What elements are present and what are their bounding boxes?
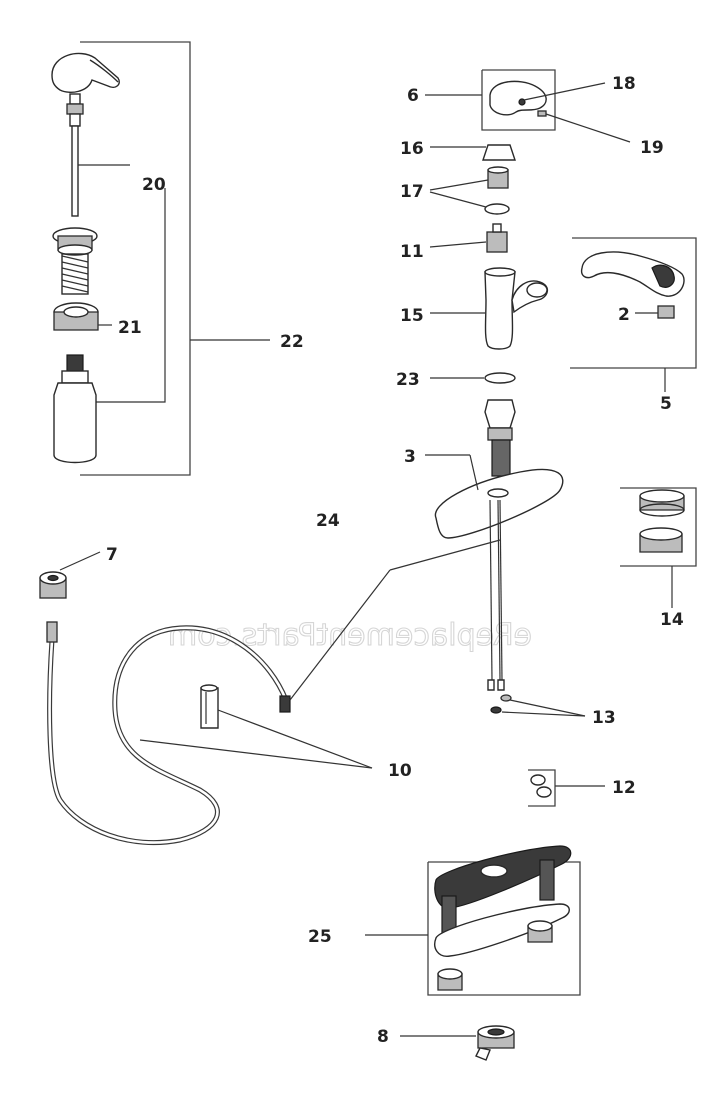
label-25: 25 [308, 927, 332, 947]
label-13: 13 [592, 708, 616, 728]
part-17-oring [484, 203, 510, 215]
label-3: 3 [404, 447, 416, 467]
part-6-handle [489, 80, 547, 116]
leader-10-b [139, 739, 373, 769]
leader-24-a [289, 569, 391, 701]
soap-dispenser-group: 20 21 22 [51, 41, 304, 476]
label-6: 6 [407, 86, 419, 106]
label-11: 11 [400, 242, 424, 262]
part-24-hose [46, 621, 291, 846]
part-20-spring [52, 227, 98, 295]
part-20-pump-head [51, 52, 120, 217]
label-19: 19 [640, 138, 664, 158]
part-12-bumpers: 12 [528, 769, 636, 807]
label-12: 12 [612, 778, 636, 798]
label-8: 8 [377, 1027, 389, 1047]
label-18: 18 [612, 74, 636, 94]
bracket-14 [620, 487, 697, 567]
spray-head-group: 2 5 [570, 237, 697, 414]
label-20: 20 [142, 175, 166, 195]
part-15-body [484, 271, 516, 350]
part-16-cap [482, 144, 516, 161]
label-14: 14 [660, 610, 684, 630]
bracket-12 [528, 769, 556, 807]
leader-18 [523, 82, 606, 101]
leader-10-a [217, 709, 373, 769]
leader-24-b [389, 539, 501, 571]
leader-13-b [501, 711, 586, 717]
leader-13-a [509, 699, 586, 717]
part-13-nuts: 13 [490, 694, 616, 728]
label-24: 24 [316, 511, 340, 531]
label-15: 15 [400, 306, 424, 326]
part-2-aerator [657, 305, 675, 319]
label-5: 5 [660, 394, 672, 414]
part-7-weight: 7 [39, 545, 118, 599]
part-11-cartridge [486, 231, 508, 253]
label-21: 21 [118, 318, 142, 338]
leader-17-b [429, 191, 487, 208]
part-23-oring [484, 372, 516, 384]
label-23: 23 [396, 370, 420, 390]
bracket-22 [80, 41, 191, 476]
part-5-sprayhead [580, 251, 685, 297]
label-2: 2 [618, 305, 630, 325]
part-25-mounting-plate: 25 [308, 845, 581, 996]
handle-group: 6 18 19 [407, 69, 664, 158]
part-18-screw [518, 98, 526, 106]
cartridge-stack: 16 17 11 15 23 [396, 139, 548, 390]
leader-20-b [95, 188, 166, 403]
label-7: 7 [106, 545, 118, 565]
part-10-clip: 10 [139, 684, 412, 781]
leader-11 [429, 241, 487, 248]
leader-19 [545, 113, 631, 143]
label-22: 22 [280, 332, 304, 352]
part-14-rings: 14 [620, 487, 697, 630]
bracket-5 [570, 237, 697, 369]
bracket-6 [481, 69, 556, 131]
leader-7 [59, 551, 101, 571]
part-8-mounting-nut: 8 [377, 1025, 515, 1061]
label-17: 17 [400, 182, 424, 202]
leader-17-a [429, 179, 489, 191]
label-16: 16 [400, 139, 424, 159]
part-20-bottle [53, 354, 97, 464]
part-19-button [537, 110, 547, 117]
part-21-soap-nut [53, 302, 99, 331]
label-10: 10 [388, 761, 412, 781]
part-3-valve-body [434, 399, 564, 691]
